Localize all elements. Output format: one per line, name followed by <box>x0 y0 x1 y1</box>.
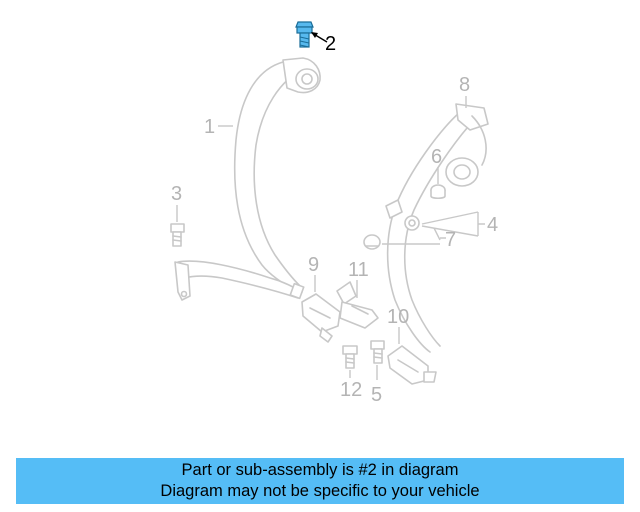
part-9-buckle[interactable] <box>301 293 341 343</box>
part-3-bolt[interactable] <box>170 223 185 247</box>
callout-5-label[interactable]: 5 <box>371 384 382 406</box>
part-8-rear-belt[interactable] <box>385 103 489 353</box>
caption-line-disclaimer: Diagram may not be specific to your vehi… <box>160 482 480 500</box>
callout-8-label[interactable]: 8 <box>459 74 470 96</box>
callout-6-label[interactable]: 6 <box>431 146 442 168</box>
callout-4-label[interactable]: 4 <box>487 214 498 236</box>
part-4-bushing[interactable] <box>404 215 420 231</box>
callout-2-arrow <box>311 32 318 38</box>
callout-1-label[interactable]: 1 <box>204 116 215 138</box>
part-12-bolt[interactable] <box>342 345 358 369</box>
part-1-belt-webbing[interactable] <box>174 57 321 301</box>
callout-11-label[interactable]: 11 <box>348 259 369 281</box>
callout-2-label[interactable]: 2 <box>325 33 336 55</box>
part-5-bolt[interactable] <box>370 340 385 364</box>
callout-7-label[interactable]: 7 <box>445 229 456 251</box>
info-banner: Part or sub-assembly is #2 in diagram Di… <box>16 458 624 504</box>
part-7-cover[interactable] <box>363 234 381 250</box>
part-6-cap[interactable] <box>430 184 446 200</box>
callout-3-label[interactable]: 3 <box>171 183 182 205</box>
callout-10-label[interactable]: 10 <box>387 306 409 328</box>
part-11-bracket[interactable] <box>336 281 379 329</box>
callout-9-label[interactable]: 9 <box>308 254 319 276</box>
part-2-bolt[interactable] <box>295 21 314 48</box>
seat-belt-parts-diagram: 2 1 3 9 11 12 <box>170 21 498 406</box>
part-10-rear-buckle[interactable] <box>387 345 437 385</box>
callout-12-label[interactable]: 12 <box>340 379 362 401</box>
caption-line-part: Part or sub-assembly is #2 in diagram <box>181 461 459 479</box>
